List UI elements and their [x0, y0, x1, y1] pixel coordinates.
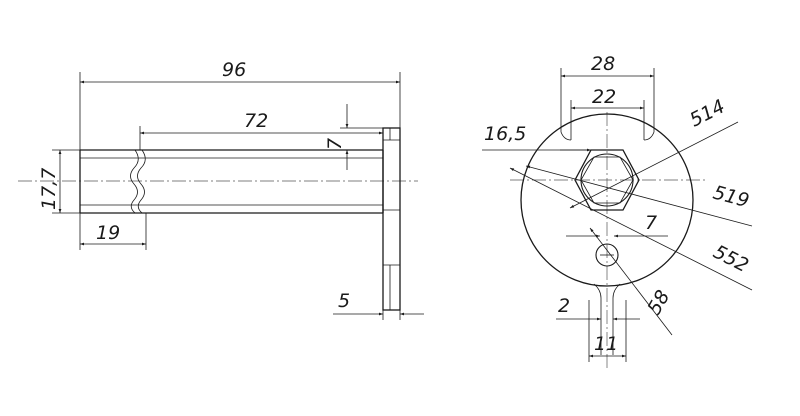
dim-shaft-length: 72 — [244, 110, 268, 132]
bottom-slot-left — [593, 283, 602, 305]
dim-hole-offset: 7 — [645, 212, 657, 234]
dim-slot-width: 2 — [558, 295, 570, 317]
lower-hole — [595, 243, 619, 267]
dim-slot-spacing: 11 — [594, 333, 618, 355]
front-view: 28 22 16,5 514 519 552 7 58 2 — [482, 53, 753, 368]
dim-offset: 7 — [324, 138, 346, 150]
side-view: 96 72 7 17,7 19 5 — [18, 59, 424, 320]
shaft-end — [79, 149, 146, 214]
label-519: 519 — [711, 182, 752, 213]
dim-slot-inner: 22 — [592, 86, 616, 108]
mounting-plate — [382, 127, 401, 311]
dim-end-length: 19 — [96, 222, 120, 244]
dim-overall-length: 96 — [222, 59, 246, 81]
top-slot-left — [560, 126, 572, 141]
hex-outer — [574, 149, 640, 211]
hex-inner — [580, 156, 634, 204]
shaft — [140, 149, 384, 214]
label-58: 58 — [643, 287, 674, 319]
dim-slot-outer: 28 — [591, 53, 615, 75]
bottom-slot-right — [612, 283, 621, 305]
dim-diameter: 17,7 — [38, 168, 60, 210]
dim-hex: 16,5 — [484, 123, 526, 145]
top-slot-right — [643, 126, 655, 141]
label-514: 514 — [686, 95, 728, 131]
dim-plate-thickness: 5 — [338, 290, 350, 312]
disc-outline — [520, 113, 694, 287]
